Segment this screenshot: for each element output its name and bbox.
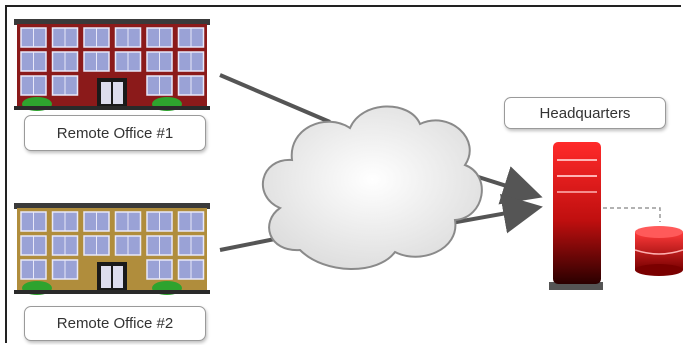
- database-link: [603, 207, 661, 222]
- remote-office-1-building: [14, 19, 210, 111]
- connector-office1-cloud: [219, 73, 331, 124]
- database-icon: [634, 226, 683, 276]
- remote-office-2-label: Remote Office #2: [24, 306, 206, 341]
- diagram-frame: [5, 5, 681, 343]
- server-icon: [549, 142, 603, 290]
- remote-office-2-building: [14, 203, 210, 295]
- headquarters-label: Headquarters: [504, 97, 666, 129]
- internet-cloud: [262, 105, 483, 270]
- remote-office-1-label: Remote Office #1: [24, 115, 206, 151]
